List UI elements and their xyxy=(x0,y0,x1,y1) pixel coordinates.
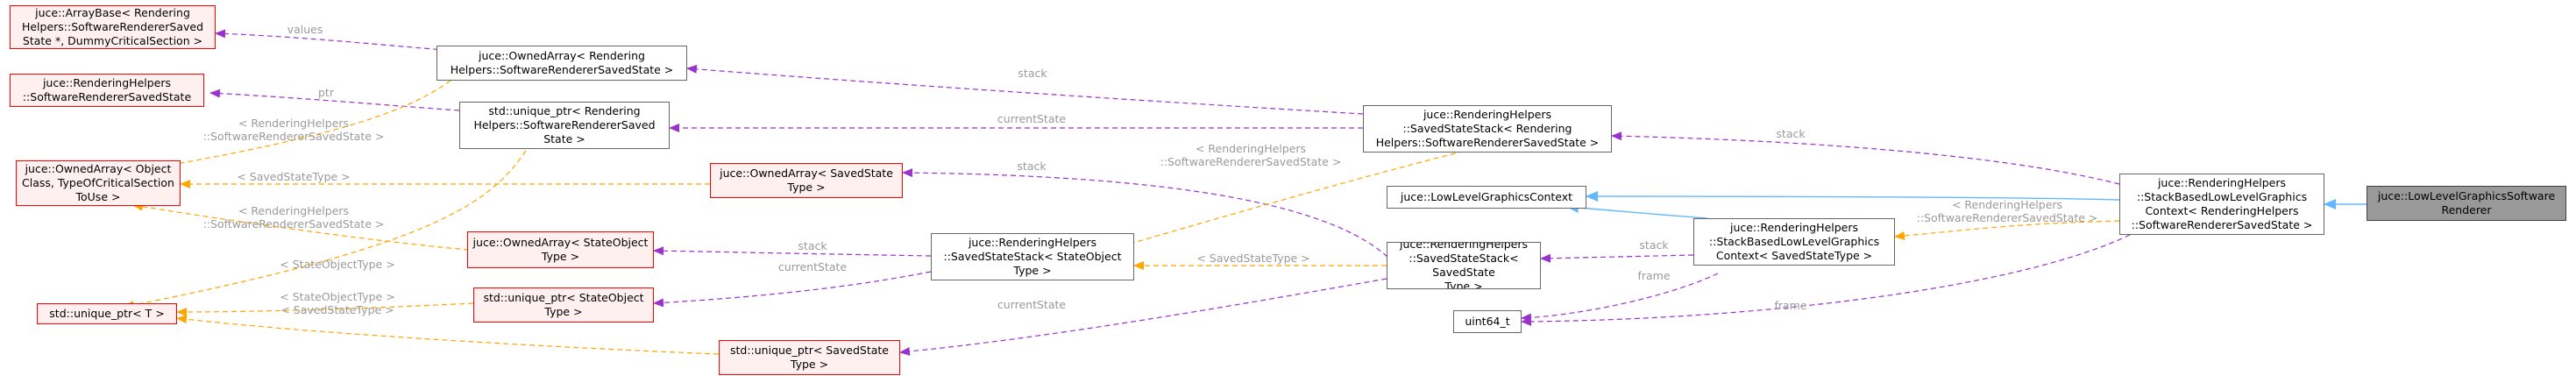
edge-sbllgc-t-to-uint64 xyxy=(1521,273,1719,323)
edge-label-rh-state-tmpl-1: < RenderingHelpers::SoftwareRendererSave… xyxy=(203,117,385,143)
edge-label-stack-3: stack xyxy=(1017,160,1047,173)
edge-label-stack-2: stack xyxy=(1018,67,1047,80)
node-rendering-helpers-saved-state[interactable]: juce::RenderingHelpers ::SoftwareRendere… xyxy=(10,74,204,107)
edge-sss-state-to-owned-state xyxy=(902,168,1394,264)
edge-owned-stateobj-tmpl xyxy=(132,202,470,251)
node-low-level-graphics-context[interactable]: juce::LowLevelGraphicsContext xyxy=(1387,186,1586,209)
edge-label-state-object-type-1: < StateObjectType > xyxy=(280,258,394,271)
edge-owned-rh-tmpl xyxy=(131,69,465,175)
edge-label-saved-state-type-3: < SavedStateType > xyxy=(1196,252,1309,265)
node-uint64-t[interactable]: uint64_t xyxy=(1453,310,1522,333)
node-unique-ptr-rendering-helpers[interactable]: std::unique_ptr< Rendering Helpers::Soft… xyxy=(459,102,670,149)
edge-owned-rh-to-arraybase xyxy=(215,29,457,52)
edge-sbllgc-rh-tmpl xyxy=(1894,220,2120,240)
node-owned-array-saved-state-type[interactable]: juce::OwnedArray< SavedState Type > xyxy=(710,163,903,198)
edge-label-frame-2: frame xyxy=(1774,299,1806,312)
edge-label-stack-5: stack xyxy=(1639,238,1669,252)
edge-sss-stateobj-to-owned-stateobj xyxy=(653,246,932,257)
edge-label-saved-state-type-2: < SavedStateType > xyxy=(280,303,394,316)
node-stack-based-llgc-saved-state-type[interactable]: juce::RenderingHelpers ::StackBasedLowLe… xyxy=(1693,218,1895,266)
node-owned-array-object-class[interactable]: juce::OwnedArray< Object Class, TypeOfCr… xyxy=(16,160,181,206)
edge-label-current-state-2: currentState xyxy=(997,112,1066,125)
edge-label-rh-state-tmpl-4: < RenderingHelpers::SoftwareRendererSave… xyxy=(1917,198,2098,224)
edge-sbllgc-rh-to-sss-rh xyxy=(1611,131,2120,185)
edge-labels: values ptr < RenderingHelpers::SoftwareR… xyxy=(203,23,2098,316)
node-saved-state-stack-state-object[interactable]: juce::RenderingHelpers ::SavedStateStack… xyxy=(931,233,1134,280)
edge-sbllgc-rh-to-uint64 xyxy=(1521,234,2131,326)
edge-label-rh-state-tmpl-3: < RenderingHelpers::SoftwareRendererSave… xyxy=(1160,142,1342,168)
edge-sss-state-to-uptr-state xyxy=(899,278,1387,356)
node-unique-ptr-saved-state-type[interactable]: std::unique_ptr< SavedState Type > xyxy=(719,340,900,375)
node-owned-array-state-object-type[interactable]: juce::OwnedArray< StateObject Type > xyxy=(467,231,654,268)
edge-sss-rh-tmpl xyxy=(1118,148,1473,249)
edge-label-frame-1: frame xyxy=(1637,269,1670,282)
edge-sss-rh-to-owned-rh xyxy=(686,64,1364,115)
node-arraybase[interactable]: juce::ArrayBase< Rendering Helpers::Soft… xyxy=(10,5,216,49)
node-low-level-graphics-software-renderer[interactable]: juce::LowLevelGraphicsSoftware Renderer xyxy=(2367,186,2566,221)
node-saved-state-stack-rendering-helpers[interactable]: juce::RenderingHelpers ::SavedStateStack… xyxy=(1363,105,1612,153)
node-unique-ptr-t[interactable]: std::unique_ptr< T > xyxy=(37,303,177,324)
edge-uptr-state-tmpl xyxy=(176,315,720,355)
edge-sss-stateobj-to-uptr-stateobj xyxy=(653,271,932,308)
edge-sbllgc-rh-inherits-llgc xyxy=(1586,191,2120,202)
edge-label-current-state-1: currentState xyxy=(778,260,847,273)
edge-sbllgc-t-inherits-llgc xyxy=(1566,202,1708,219)
edge-label-stack-1: stack xyxy=(798,239,827,252)
edge-label-state-object-type-2: < StateObjectType > xyxy=(280,290,394,303)
edge-label-stack-4: stack xyxy=(1776,127,1806,140)
node-saved-state-stack-saved-state[interactable]: juce::RenderingHelpers ::SavedStateStack… xyxy=(1387,242,1541,289)
node-stack-based-llgc-rendering-helpers[interactable]: juce::RenderingHelpers ::StackBasedLowLe… xyxy=(2119,174,2324,235)
edge-label-saved-state-type-1: < SavedStateType > xyxy=(237,170,350,183)
edge-label-current-state-3: currentState xyxy=(997,298,1066,311)
node-unique-ptr-state-object-type[interactable]: std::unique_ptr< StateObject Type > xyxy=(473,287,654,323)
edge-label-ptr: ptr xyxy=(318,86,335,99)
edge-label-values: values xyxy=(287,23,323,36)
edge-uptr-rh-tmpl xyxy=(124,150,527,309)
node-owned-array-rendering-helpers[interactable]: juce::OwnedArray< Rendering Helpers::Sof… xyxy=(436,46,687,81)
edge-uptr-rh-to-rh-saved xyxy=(209,89,460,111)
edge-label-rh-state-tmpl-2: < RenderingHelpers::SoftwareRendererSave… xyxy=(203,204,385,231)
edge-sbllgc-t-to-sss-state xyxy=(1540,253,1694,263)
